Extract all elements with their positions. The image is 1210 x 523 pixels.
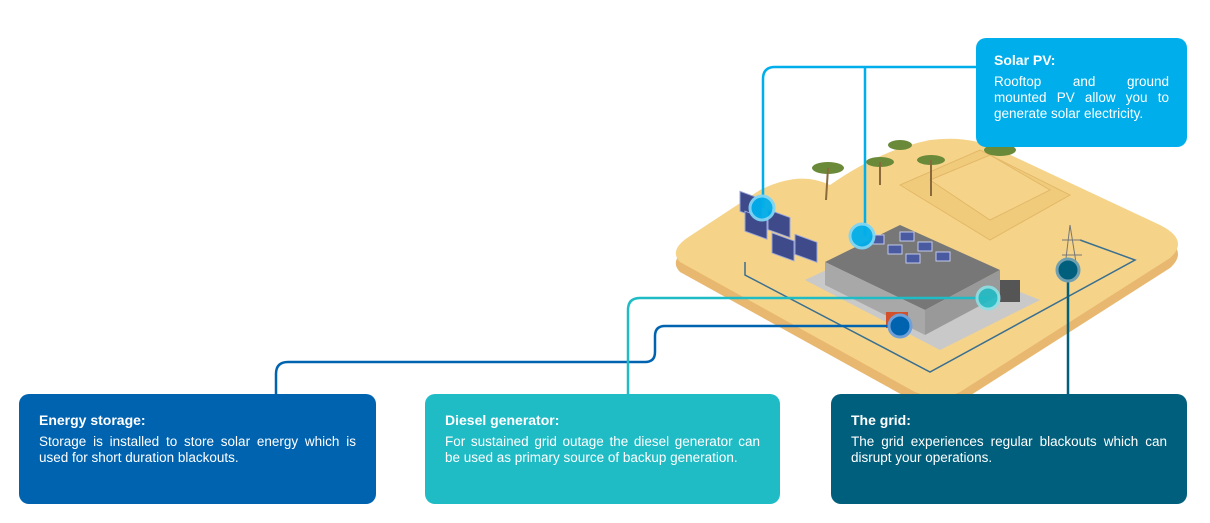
energy-storage-callout: Energy storage: Storage is installed to … bbox=[19, 394, 376, 504]
energy-storage-text: Storage is installed to store solar ener… bbox=[39, 434, 356, 465]
solar-pv-title: Solar PV: bbox=[994, 52, 1056, 68]
diesel-generator-callout: Diesel generator: For sustained grid out… bbox=[425, 394, 780, 504]
marker-dots bbox=[748, 194, 1081, 339]
connector-lines bbox=[274, 65, 1070, 394]
grid-callout: The grid: The grid experiences regular b… bbox=[831, 394, 1187, 504]
pylon-icon bbox=[1062, 224, 1082, 276]
grid-title: The grid: bbox=[851, 412, 911, 428]
energy-storage-title: Energy storage: bbox=[39, 412, 146, 428]
grid-text: The grid experiences regular blackouts w… bbox=[851, 434, 1167, 465]
diesel-generator-title: Diesel generator: bbox=[445, 412, 560, 428]
solar-pv-callout: Solar PV: Rooftop and ground mounted PV … bbox=[976, 38, 1187, 147]
solar-pv-text: Rooftop and ground mounted PV allow you … bbox=[994, 74, 1169, 121]
diesel-generator-text: For sustained grid outage the diesel gen… bbox=[445, 434, 760, 465]
tree-icons bbox=[812, 140, 1016, 201]
